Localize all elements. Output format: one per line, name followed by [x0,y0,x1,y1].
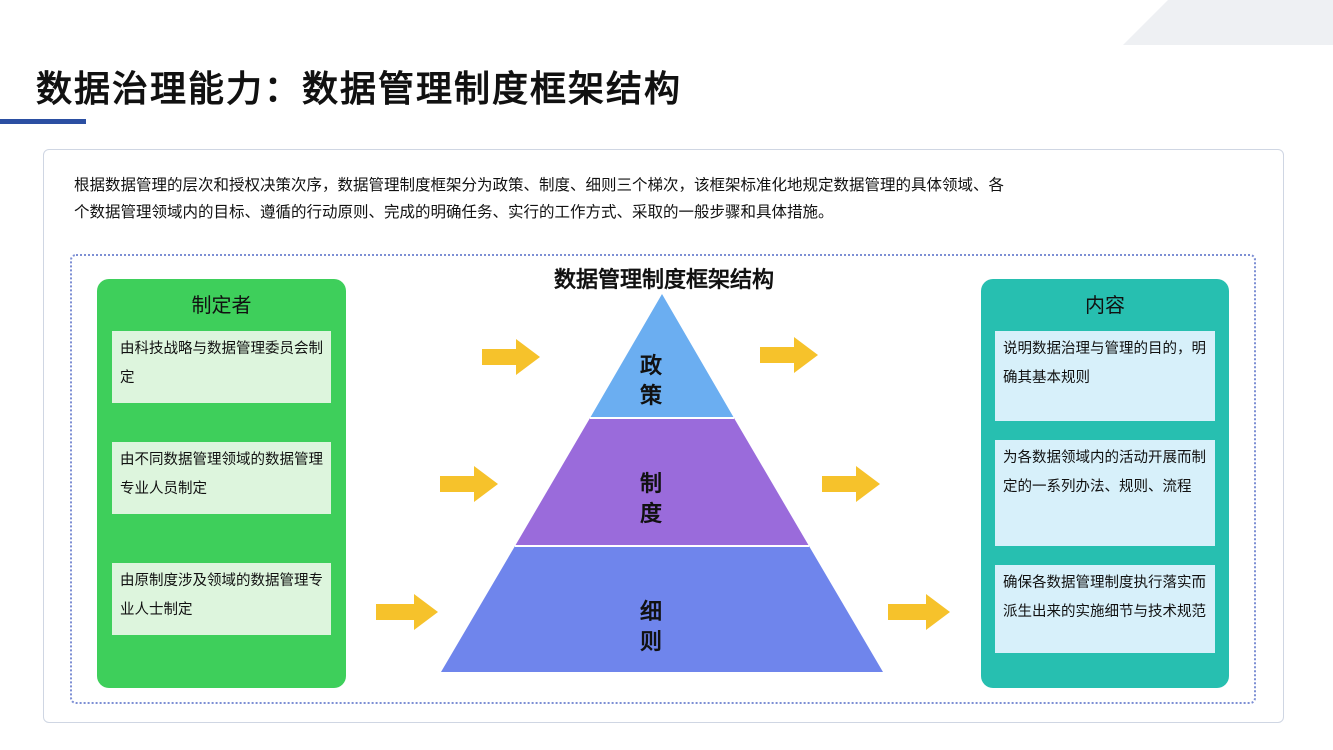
title-underline [0,119,86,124]
page-title: 数据治理能力：数据管理制度框架结构 [36,69,683,110]
tier-rules [441,546,883,672]
intro-text: 根据数据管理的层次和授权决策次序，数据管理制度框架分为政策、制度、细则三个梯次，… [74,172,1234,226]
intro-line-1: 根据数据管理的层次和授权决策次序，数据管理制度框架分为政策、制度、细则三个梯次，… [74,176,1005,194]
tier-system-label: 制 度 [640,472,663,527]
maker-card-policy: 由科技战略与数据管理委员会制定 [112,331,331,403]
right-arrow-icon [482,339,540,375]
makers-header: 制定者 [191,293,252,317]
content-card-rules: 确保各数据管理制度执行落实而派生出来的实施细节与技术规范 [995,565,1215,653]
framework-pyramid: 政 策 制 度 细 则 [441,294,883,672]
tier-policy-label: 政 策 [640,353,663,409]
content-card-policy: 说明数据治理与管理的目的，明确其基本规则 [995,331,1215,421]
content-frame [43,149,1284,723]
right-arrow-icon [822,466,880,502]
tier-rules-char-1: 细 [640,599,662,625]
tier-rules-label: 细 则 [640,599,662,655]
tier-system-char-1: 制 [640,472,662,497]
tier-policy [590,294,734,418]
intro-line-2: 个数据管理领域内的目标、遵循的行动原则、完成的明确任务、实行的工作方式、采取的一… [74,203,834,221]
right-arrow-icon [760,337,818,373]
content-card-system: 为各数据领域内的活动开展而制定的一系列办法、规则、流程 [995,440,1215,546]
right-arrow-icon [440,466,498,502]
right-arrow-icon [376,594,438,630]
content-header: 内容 [1085,293,1125,317]
tier-policy-char-2: 策 [640,383,663,409]
tier-system [515,418,809,546]
tier-system-char-2: 度 [640,501,663,527]
right-arrow-icon [888,594,950,630]
corner-decoration [1123,0,1333,45]
diagram-frame [70,254,1256,704]
tier-policy-char-1: 政 [640,353,663,379]
tier-rules-char-2: 则 [640,630,662,655]
maker-card-rules: 由原制度涉及领域的数据管理专业人士制定 [112,563,331,635]
maker-card-system: 由不同数据管理领域的数据管理专业人员制定 [112,442,331,514]
diagram-title: 数据管理制度框架结构 [553,268,774,293]
